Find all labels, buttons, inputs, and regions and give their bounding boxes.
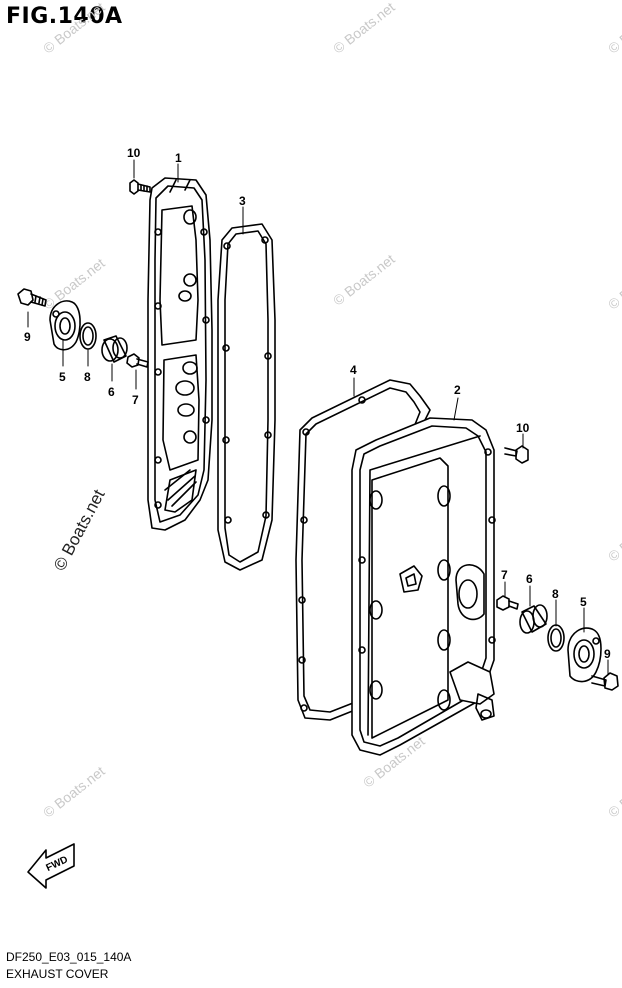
right-bolt-7 (496, 595, 519, 611)
right-oring-8 (547, 624, 565, 652)
callout-10-left: 10 (127, 146, 141, 160)
callout-3: 3 (239, 194, 246, 208)
callout-9-left: 9 (24, 330, 31, 344)
left-bolt-9 (17, 288, 47, 307)
callout-4: 4 (350, 363, 357, 377)
callout-7-right: 7 (501, 568, 508, 582)
left-bushing-6 (101, 335, 128, 363)
part-1-left-cover (147, 177, 213, 531)
callout-6-right: 6 (526, 572, 533, 586)
left-bolt-7 (126, 353, 149, 368)
fwd-arrow (27, 843, 75, 889)
callout-5-left: 5 (59, 370, 66, 384)
footer-diagram-code: DF250_E03_015_140A (6, 950, 132, 964)
callout-2: 2 (454, 383, 461, 397)
left-oring-8 (79, 322, 97, 350)
right-bolt-9 (591, 672, 619, 691)
callout-5-right: 5 (580, 595, 587, 609)
right-bushing-6 (519, 604, 548, 634)
right-bolt-10 (504, 445, 529, 464)
callout-1: 1 (175, 151, 182, 165)
callout-8-left: 8 (84, 370, 91, 384)
callout-10-right: 10 (516, 421, 530, 435)
right-flange-5 (567, 627, 602, 683)
footer-assembly-name: EXHAUST COVER (6, 967, 109, 981)
callout-9-right: 9 (604, 647, 611, 661)
figure-title: FIG.140A (6, 4, 123, 29)
part-3-gasket (217, 223, 276, 571)
part-2-right-cover (351, 417, 496, 756)
callout-8-right: 8 (552, 587, 559, 601)
callout-7-left: 7 (132, 393, 139, 407)
callout-6-left: 6 (108, 385, 115, 399)
left-flange-5 (49, 300, 81, 351)
left-bolt-10 (129, 179, 151, 195)
